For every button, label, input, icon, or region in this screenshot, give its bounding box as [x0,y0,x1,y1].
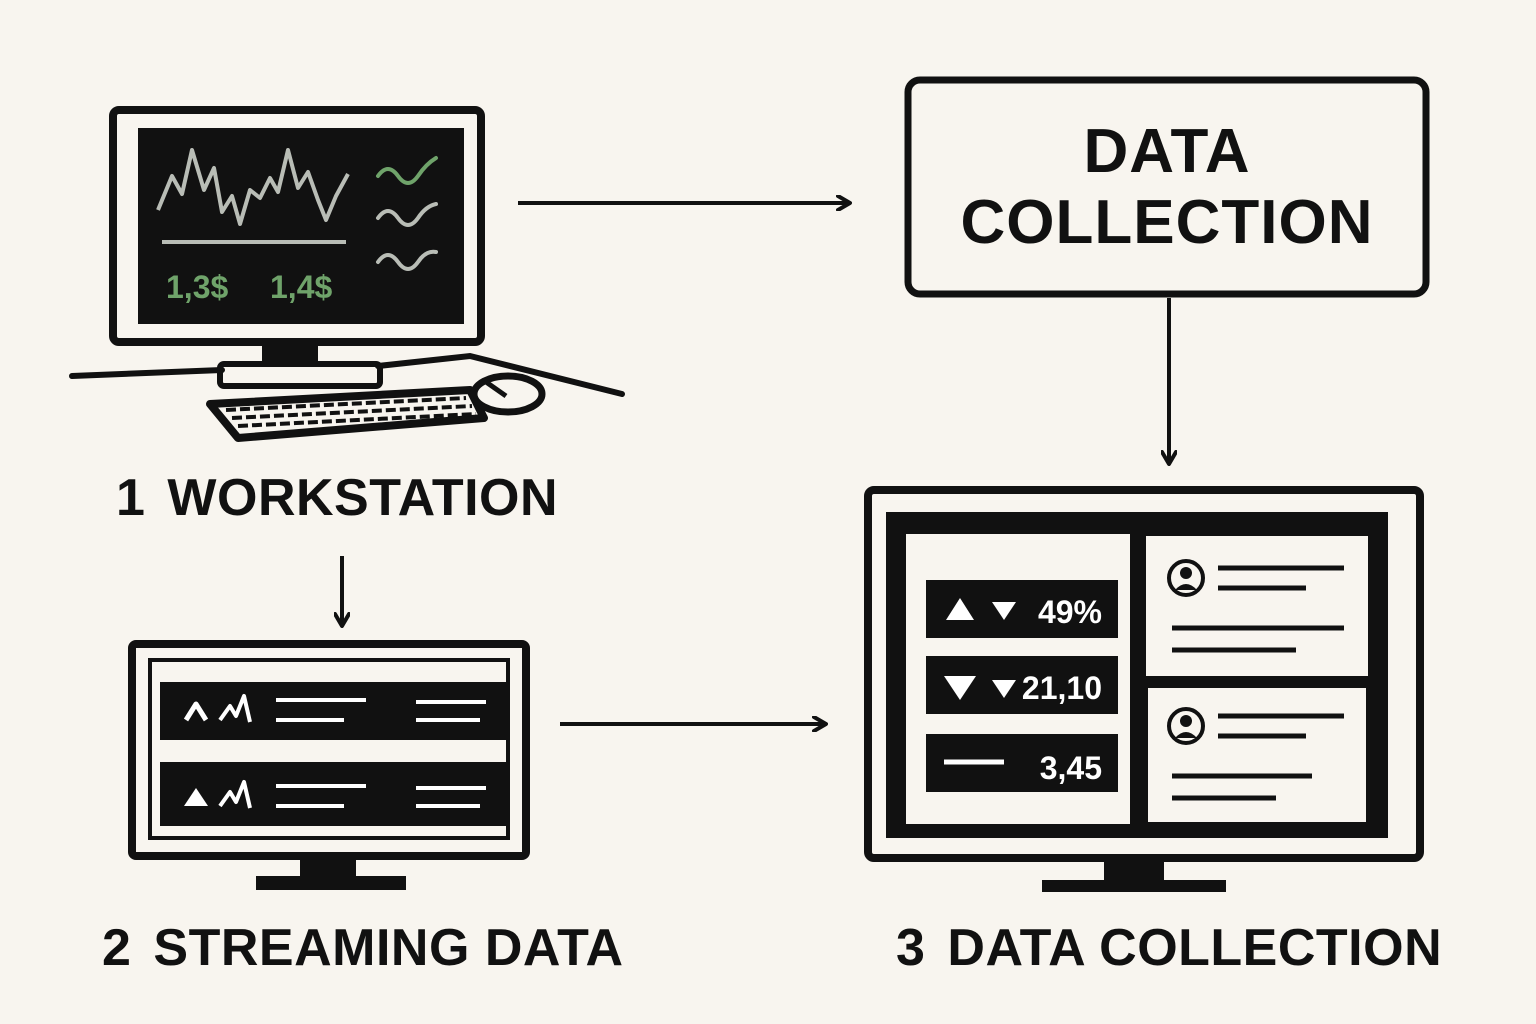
streaming-monitor-base [256,876,406,890]
price-b-text: 1,4$ [270,269,332,305]
metric-value: 3,45 [1040,750,1102,786]
step-title: DATA COLLECTION [947,919,1443,977]
wave-icon [376,202,438,227]
stream-row [160,762,506,826]
step-number: 1 [116,469,146,527]
stream-row [160,682,506,740]
workstation-monitor-base [217,361,383,389]
triangle-down-icon [992,680,1016,698]
streaming-monitor-screen [148,658,510,840]
box-title-line1: DATA [1083,116,1251,186]
step-number: 3 [896,919,926,977]
user-icon [1167,707,1205,745]
step-label-streaming-data: 2 STREAMING DATA [102,918,624,978]
profile-card-fill [1148,538,1366,674]
wave-icon [376,156,438,185]
metric-value: 21,10 [1022,670,1102,706]
wave-icon [376,249,438,271]
caret-up-icon [183,701,209,722]
data-collection-box [904,76,1430,298]
data-collection-box-title: DATA COLLECTION [908,80,1426,294]
mouse-button-line [484,379,508,399]
workstation-line-chart [156,148,350,226]
box-title-line2: COLLECTION [960,188,1374,257]
triangle-up-icon [946,598,974,620]
streaming-monitor-illustration [128,640,530,890]
step-label-workstation: 1 WORKSTATION [116,468,558,528]
user-icon [1167,559,1205,597]
mouse-icon [470,372,546,416]
step-title: STREAMING DATA [153,919,624,977]
sparkline-icon [218,694,252,723]
desk-edge [69,352,625,397]
streaming-monitor-neck [300,854,356,880]
step-number: 2 [102,919,132,977]
sparkline-icon [218,780,252,809]
step-label-data-collection: 3 DATA COLLECTION [896,918,1442,978]
triangle-down-icon [944,676,976,700]
keyboard-keys [225,396,477,428]
dashboard-monitor-base [1042,880,1226,892]
keyboard-icon [206,386,488,442]
triangle-down-icon [992,602,1016,620]
workstation-illustration: 1,3$ 1,4$ [69,106,625,442]
metric-value: 49% [1038,594,1102,630]
dashboard-monitor-illustration: 49% 21,10 3,45 [864,486,1424,892]
triangle-up-icon [184,788,208,806]
step-title: WORKSTATION [167,469,559,527]
price-a-text: 1,3$ [166,269,228,305]
